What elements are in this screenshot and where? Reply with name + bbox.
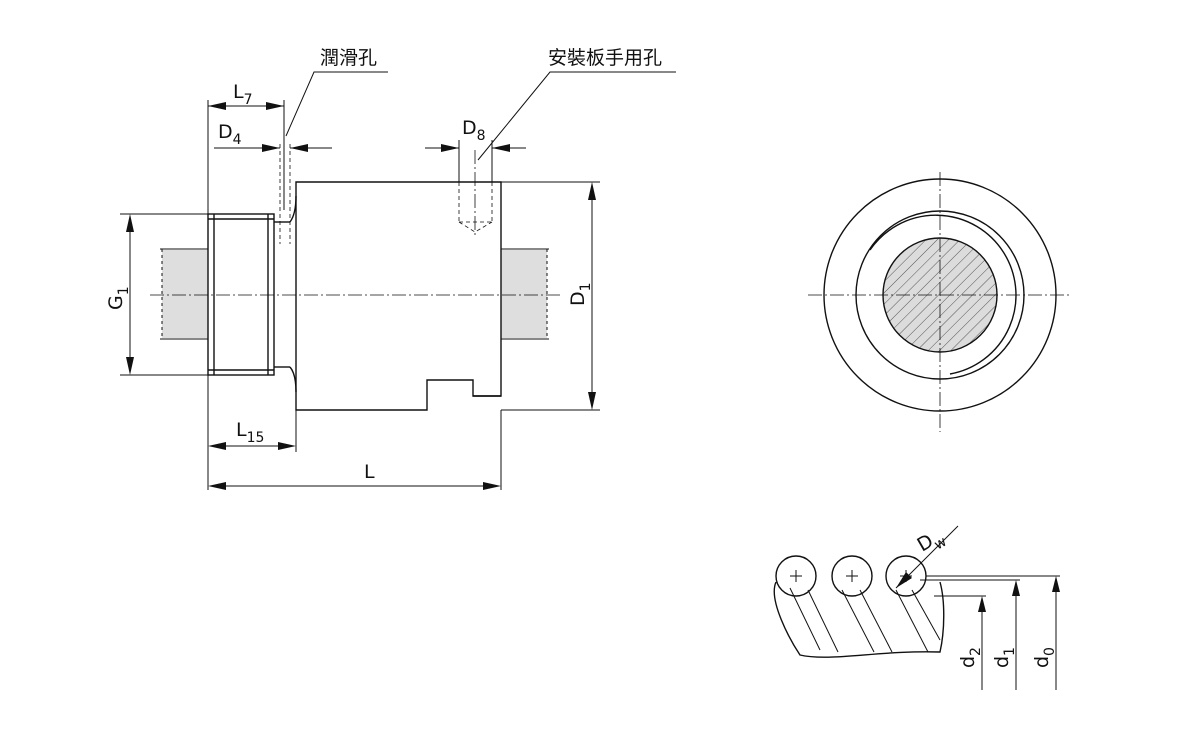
g1-label: G1: [105, 286, 132, 310]
d1-label: D1: [567, 282, 594, 306]
l15-label: L15: [236, 419, 264, 446]
d4-label: D4: [218, 121, 242, 148]
end-view: [808, 172, 1070, 432]
screw-shaft-left: [162, 250, 208, 338]
lubrication-hole-label: 潤滑孔: [320, 47, 377, 69]
d8-label: D8: [462, 117, 486, 144]
ball-detail: Dw d2 d1 d0: [773, 524, 1060, 690]
d1-detail-label: d1: [991, 647, 1018, 668]
nut-neck: [274, 195, 297, 393]
dw-label: Dw: [914, 524, 950, 560]
side-view: 潤滑孔 安裝板手用孔 L7 D4 D8 L15 L G1 D1: [105, 47, 676, 490]
d0-label: d0: [1031, 647, 1058, 668]
screw-shaft-right: [501, 250, 547, 338]
mounting-hole-label: 安裝板手用孔: [548, 47, 662, 69]
threaded-flange: [207, 213, 275, 376]
l7-label: L7: [233, 81, 253, 108]
l-label: L: [364, 461, 375, 483]
d2-label: d2: [957, 647, 984, 668]
nut-body: [295, 181, 502, 411]
